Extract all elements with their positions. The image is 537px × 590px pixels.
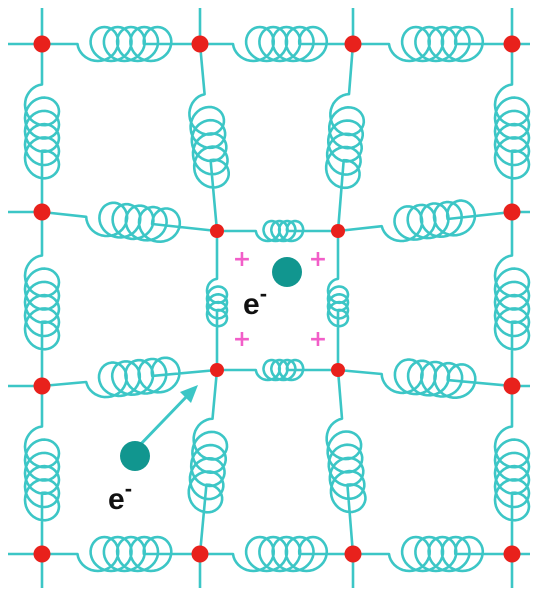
positive-charge-bottom-left: + [233,327,251,352]
free-electron-icon [120,441,150,471]
ion-dot-icon [503,35,521,53]
spring-horizontal [41,356,218,399]
trapped-electron-symbol: e [243,288,260,321]
spring-horizontal [200,535,353,573]
ion-dot-icon [344,545,362,563]
ion-dot-icon [191,35,209,53]
spring-vertical [188,43,230,232]
spring-vertical [23,212,61,386]
spring-vertical [326,231,350,370]
ion-dot-icon [210,224,224,238]
spring-vertical [205,231,229,370]
spring-vertical [493,386,531,554]
spring-horizontal [353,25,512,63]
positive-charge-bottom-right: + [309,327,327,352]
ion-dot-icon [33,35,51,53]
trapped-electron-icon [272,257,302,287]
ion-dot-icon [33,545,51,563]
spring-horizontal [42,25,200,63]
positive-charges: + + + + [233,247,327,352]
ion-dot-icon [331,224,345,238]
spring-vertical [493,212,531,386]
spring-vertical [325,369,367,555]
ion-dot-icon [503,377,521,395]
free-electron-label: e- [108,476,132,516]
spring-layer [23,25,531,573]
spring-vertical [493,44,531,212]
trapped-electron-label: e- [243,281,267,321]
spring-horizontal [217,358,338,382]
free-electron-charge: - [125,476,132,501]
ion-dot-icon [344,35,362,53]
ion-dot-icon [33,203,51,221]
spring-vertical [324,43,366,232]
ion-dot-icon [33,377,51,395]
motion-arrow-icon [136,391,192,449]
ion-dot-icon [331,363,345,377]
stub-layer [8,8,530,588]
trapped-electron: e- [243,257,302,321]
trapped-electron-charge: - [260,281,267,306]
ion-dot-icon [503,203,521,221]
spring-horizontal [337,199,513,243]
spring-horizontal [353,535,512,573]
spring-horizontal [42,535,200,573]
free-electron-symbol: e [108,483,125,516]
positive-charge-top-right: + [309,247,327,272]
ion-layer [33,35,521,563]
ion-dot-icon [210,363,224,377]
spring-horizontal [337,358,513,399]
positive-charge-top-left: + [233,247,251,272]
spring-horizontal [41,201,218,243]
spring-vertical [23,44,61,212]
arrow-head-icon [180,385,198,403]
ion-dot-icon [191,545,209,563]
ion-dot-icon [503,545,521,563]
free-electron: e- [108,385,198,516]
spring-vertical [187,369,229,555]
spring-horizontal [217,219,338,243]
spring-vertical [23,386,61,554]
spring-horizontal [200,25,353,63]
